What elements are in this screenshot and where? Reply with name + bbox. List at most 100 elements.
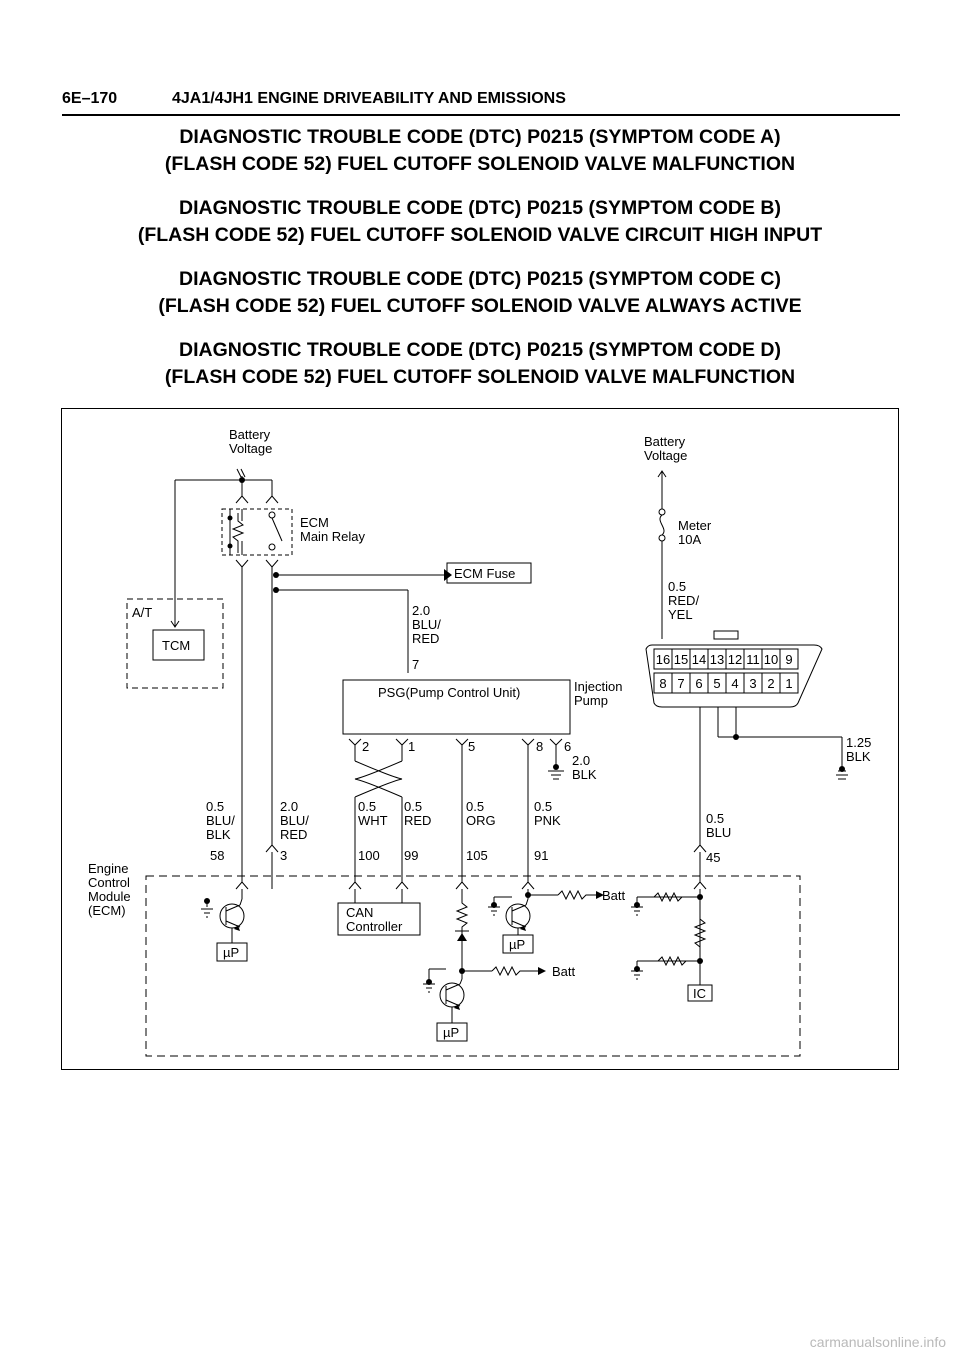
ecm-label: Engine: [88, 861, 128, 876]
wiring-diagram: Battery Voltage Battery Voltage ECM Main…: [61, 408, 899, 1070]
wire-gauge: 0.5: [404, 799, 422, 814]
pin-label: 45: [706, 850, 720, 865]
dlc-pin-cell: [779, 672, 799, 694]
wiring-diagram-svg: Battery Voltage Battery Voltage ECM Main…: [88, 427, 871, 1057]
wire-gauge: 0.5: [206, 799, 224, 814]
pin-label: 7: [412, 657, 419, 672]
wire-label: 0.5: [668, 579, 686, 594]
injection-pump-label: Pump: [574, 693, 608, 708]
dtc-title-a: DIAGNOSTIC TROUBLE CODE (DTC) P0215 (SYM…: [40, 124, 920, 178]
wire-gauge: 0.5: [466, 799, 484, 814]
meter-fuse-label: Meter: [678, 518, 712, 533]
wire-color: BLU: [706, 825, 731, 840]
wire-label: RED: [412, 631, 439, 646]
wire-label: 1.25: [846, 735, 871, 750]
ecm-fuse-box: [446, 562, 532, 584]
ecm-fuse-label: ECM Fuse: [454, 566, 515, 581]
ecm-label: Control: [88, 875, 130, 890]
wire-color: BLU/: [206, 813, 235, 828]
dtc-title-line: DIAGNOSTIC TROUBLE CODE (DTC) P0215 (SYM…: [178, 197, 781, 219]
microprocessor-label: µP: [509, 937, 525, 952]
psg-label: PSG(Pump Control Unit): [378, 685, 520, 700]
dlc-pin-number: 13: [710, 652, 724, 667]
wire-gauge: 0.5: [358, 799, 376, 814]
wire-gauge: 0.5: [534, 799, 552, 814]
battery-label: Voltage: [644, 448, 687, 463]
dlc-pin-number: 6: [695, 676, 702, 691]
dtc-title-b: DIAGNOSTIC TROUBLE CODE (DTC) P0215 (SYM…: [40, 195, 920, 249]
dtc-title-line: DIAGNOSTIC TROUBLE CODE (DTC) P0215 (SYM…: [179, 126, 781, 148]
dlc-pin-number: 10: [764, 652, 778, 667]
dlc-pin-number: 11: [746, 652, 760, 667]
dlc-pin-number: 3: [749, 676, 756, 691]
wire-label: 2.0: [412, 603, 430, 618]
section-title: 4JA1/4JH1 ENGINE DRIVEABILITY AND EMISSI…: [172, 90, 566, 107]
dtc-titles: DIAGNOSTIC TROUBLE CODE (DTC) P0215 (SYM…: [40, 124, 920, 408]
pin-label: 58: [210, 848, 224, 863]
pin-label: 91: [534, 848, 548, 863]
dtc-title-d: DIAGNOSTIC TROUBLE CODE (DTC) P0215 (SYM…: [40, 337, 920, 391]
dlc-pin-number: 14: [692, 652, 706, 667]
pin-label: 8: [536, 739, 543, 754]
dlc-pin-number: 12: [728, 652, 742, 667]
battery-label: Voltage: [229, 441, 272, 456]
watermark-footer: carmanualsonline.info: [809, 1334, 946, 1350]
dlc-pin-cell: [779, 648, 799, 670]
meter-fuse-label: 10A: [678, 532, 701, 547]
batt-label: Batt: [552, 964, 576, 979]
wire-label: 2.0: [572, 753, 590, 768]
dlc-pin-number: 2: [767, 676, 774, 691]
pin-label: 99: [404, 848, 418, 863]
at-label: A/T: [132, 605, 152, 620]
wire-label: RED/: [668, 593, 699, 608]
wire-label: BLK: [846, 749, 871, 764]
dtc-title-line: DIAGNOSTIC TROUBLE CODE (DTC) P0215 (SYM…: [178, 339, 781, 361]
dtc-title-line: (FLASH CODE 52) FUEL CUTOFF SOLENOID VAL…: [164, 153, 796, 175]
wire-color: PNK: [534, 813, 561, 828]
wire-gauge: 0.5: [706, 811, 724, 826]
pin-label: 100: [358, 848, 380, 863]
pin-label: 5: [468, 739, 475, 754]
dlc-top-row: 16 15 14 13 12 11 10 9: [653, 648, 799, 670]
pin-label: 3: [280, 848, 287, 863]
dlc-pin-number: 8: [659, 676, 666, 691]
injection-pump-label: Injection: [574, 679, 622, 694]
dlc-pin-number: 7: [677, 676, 684, 691]
pin-label: 2: [362, 739, 369, 754]
dlc-pin-number: 1: [785, 676, 792, 691]
wire-label: BLK: [572, 767, 597, 782]
page-number: 6E–170: [62, 90, 118, 107]
batt-label: Batt: [602, 888, 626, 903]
ic-label: IC: [693, 986, 706, 1001]
dtc-title-line: (FLASH CODE 52) FUEL CUTOFF SOLENOID VAL…: [164, 366, 796, 388]
tcm-label: TCM: [162, 638, 190, 653]
pin-label: 1: [408, 739, 415, 754]
wire-label: BLU/: [412, 617, 441, 632]
wire-color: BLU/: [280, 813, 309, 828]
dlc-pin-number: 9: [785, 652, 792, 667]
microprocessor-label: µP: [443, 1025, 459, 1040]
dtc-title-line: (FLASH CODE 52) FUEL CUTOFF SOLENOID VAL…: [137, 224, 823, 246]
dlc-pin-number: 5: [713, 676, 720, 691]
wire-label: YEL: [668, 607, 693, 622]
wire-color: RED: [280, 827, 307, 842]
pin-label: 6: [564, 739, 571, 754]
main-relay-label: ECM: [300, 515, 329, 530]
battery-label: Battery: [229, 427, 271, 442]
pin-label: 105: [466, 848, 488, 863]
page-header: 6E–170 4JA1/4JH1 ENGINE DRIVEABILITY AND…: [62, 88, 900, 116]
wire-color: WHT: [358, 813, 388, 828]
ecm-label: (ECM): [88, 903, 126, 918]
wire-color: BLK: [206, 827, 231, 842]
battery-label: Battery: [644, 434, 686, 449]
dlc-pin-number: 16: [656, 652, 670, 667]
dtc-title-c: DIAGNOSTIC TROUBLE CODE (DTC) P0215 (SYM…: [40, 266, 920, 320]
microprocessor-label: µP: [223, 945, 239, 960]
wire-color: RED: [404, 813, 431, 828]
can-controller-label: Controller: [346, 919, 403, 934]
dlc-pin-number: 4: [731, 676, 738, 691]
wire-color: ORG: [466, 813, 496, 828]
dtc-title-line: (FLASH CODE 52) FUEL CUTOFF SOLENOID VAL…: [158, 295, 802, 317]
dlc-pin-number: 15: [674, 652, 688, 667]
